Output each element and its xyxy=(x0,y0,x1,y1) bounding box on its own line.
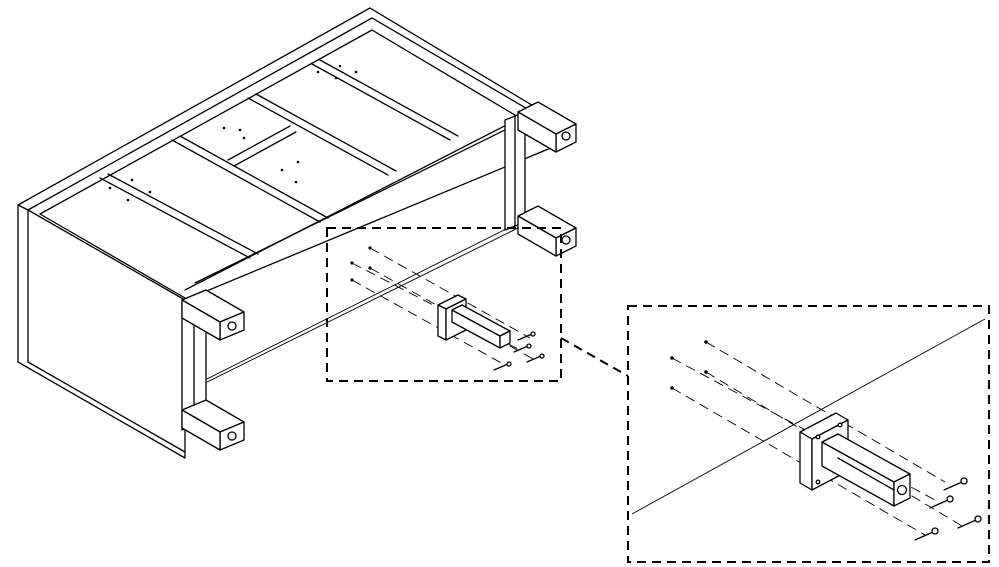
table-frame xyxy=(17,7,571,459)
leg-bracket xyxy=(799,412,911,507)
support-slats xyxy=(99,59,459,259)
leg-bracket-small xyxy=(437,294,511,349)
table-legs xyxy=(181,101,577,451)
callout-source xyxy=(326,227,562,382)
screws-small xyxy=(493,331,545,371)
slat-screw-dots xyxy=(108,64,358,202)
leg-front xyxy=(181,289,245,451)
screws xyxy=(914,477,982,541)
callout-connector xyxy=(560,337,629,377)
leg-back xyxy=(504,101,577,257)
detail-enlargement xyxy=(627,305,990,563)
